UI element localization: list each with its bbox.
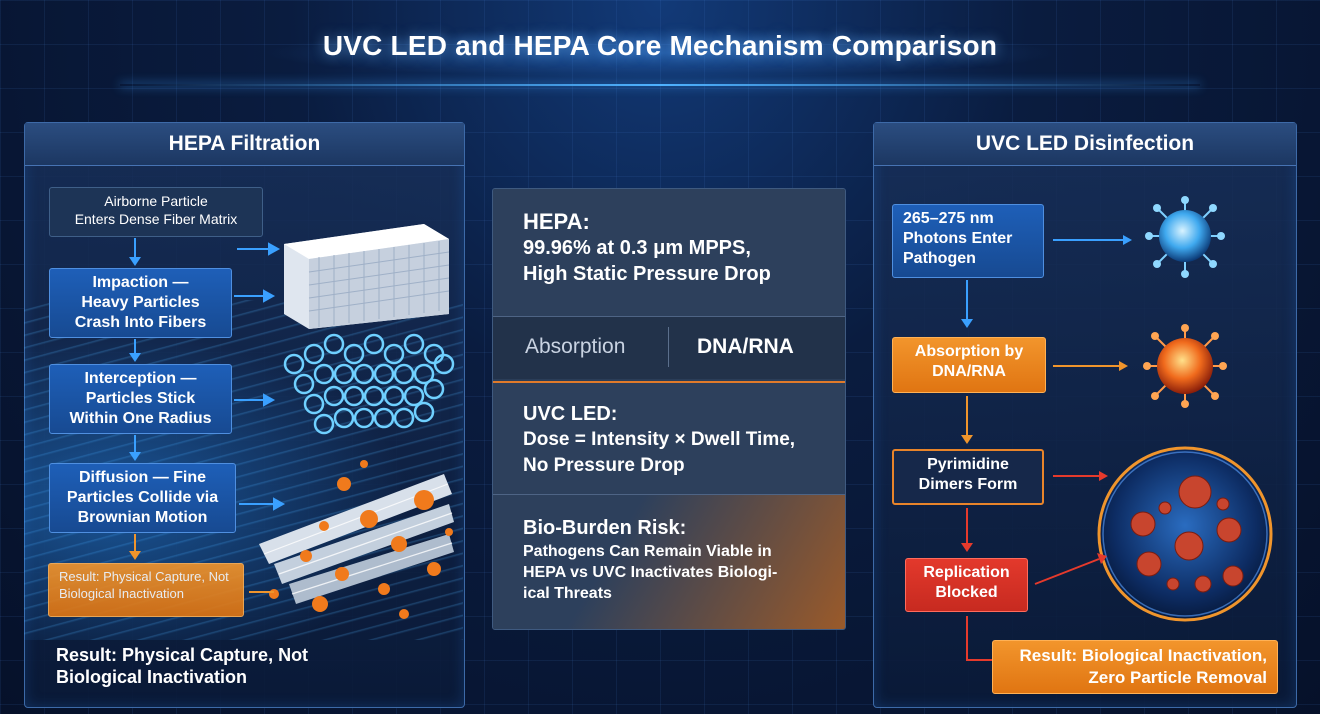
fiber-lattice-icon [283, 333, 455, 435]
uvc-summary: UVC LED: Dose = Intensity × Dwell Time, … [493, 381, 845, 495]
bio-burden-risk: Bio-Burden Risk: Pathogens Can Remain Vi… [493, 495, 845, 629]
arrow-down-icon [961, 508, 973, 552]
result-connector [966, 616, 998, 661]
uvc-step-absorption: Absorption by DNA/RNA [892, 337, 1046, 393]
uvc-illustration [1034, 196, 1273, 622]
arrow-down-icon [961, 280, 973, 328]
title-glow [260, 28, 1060, 78]
arrow-down-icon [129, 534, 141, 560]
uvc-panel-heading: UVC LED Disinfection [874, 123, 1296, 166]
hepa-step-impaction: Impaction — Heavy Particles Crash Into F… [49, 268, 232, 338]
flow-arrows [234, 242, 286, 593]
mechanism-split: Absorption DNA/RNA [493, 317, 845, 379]
uvc-result-box: Result: Biological Inactivation, Zero Pa… [992, 640, 1278, 694]
arrow-down-icon [129, 435, 141, 461]
hepa-result-text: Result: Physical Capture, Not Biological… [56, 645, 309, 687]
hepa-panel-heading: HEPA Filtration [25, 123, 464, 166]
uvc-step-dimers: Pyrimidine Dimers Form [892, 449, 1044, 505]
hepa-step-entry: Airborne Particle Enters Dense Fiber Mat… [49, 187, 263, 237]
uvc-step-replication-blocked: Replication Blocked [905, 558, 1028, 612]
hepa-illustration [234, 224, 455, 619]
damaged-cell-icon [1097, 446, 1273, 622]
hepa-summary: HEPA: 99.96% at 0.3 μm MPPS, High Static… [493, 189, 845, 317]
virus-orange-icon [1143, 324, 1227, 408]
hepa-result-box: Result: Physical Capture, Not Biological… [48, 563, 244, 617]
trapped-particles-icon [269, 460, 453, 619]
uvc-step-photons: 265–275 nm Photons Enter Pathogen [892, 204, 1044, 278]
virus-blue-icon [1145, 196, 1225, 278]
uvc-flow-arrows [1034, 235, 1132, 585]
fiber-matrix-cube-icon [284, 224, 450, 329]
arrow-down-icon [129, 339, 141, 362]
page-title: UVC LED and HEPA Core Mechanism Comparis… [322, 30, 998, 61]
hepa-step-diffusion: Diffusion — Fine Particles Collide via B… [49, 463, 236, 533]
split-divider [668, 327, 669, 367]
arrow-down-icon [961, 396, 973, 444]
fiber-bundle-icon [259, 474, 454, 604]
comparison-panel: HEPA: 99.96% at 0.3 μm MPPS, High Static… [492, 188, 846, 630]
title-underline [120, 84, 1200, 86]
hepa-step-interception: Interception — Particles Stick Within On… [49, 364, 232, 434]
arrow-down-icon [129, 238, 141, 266]
